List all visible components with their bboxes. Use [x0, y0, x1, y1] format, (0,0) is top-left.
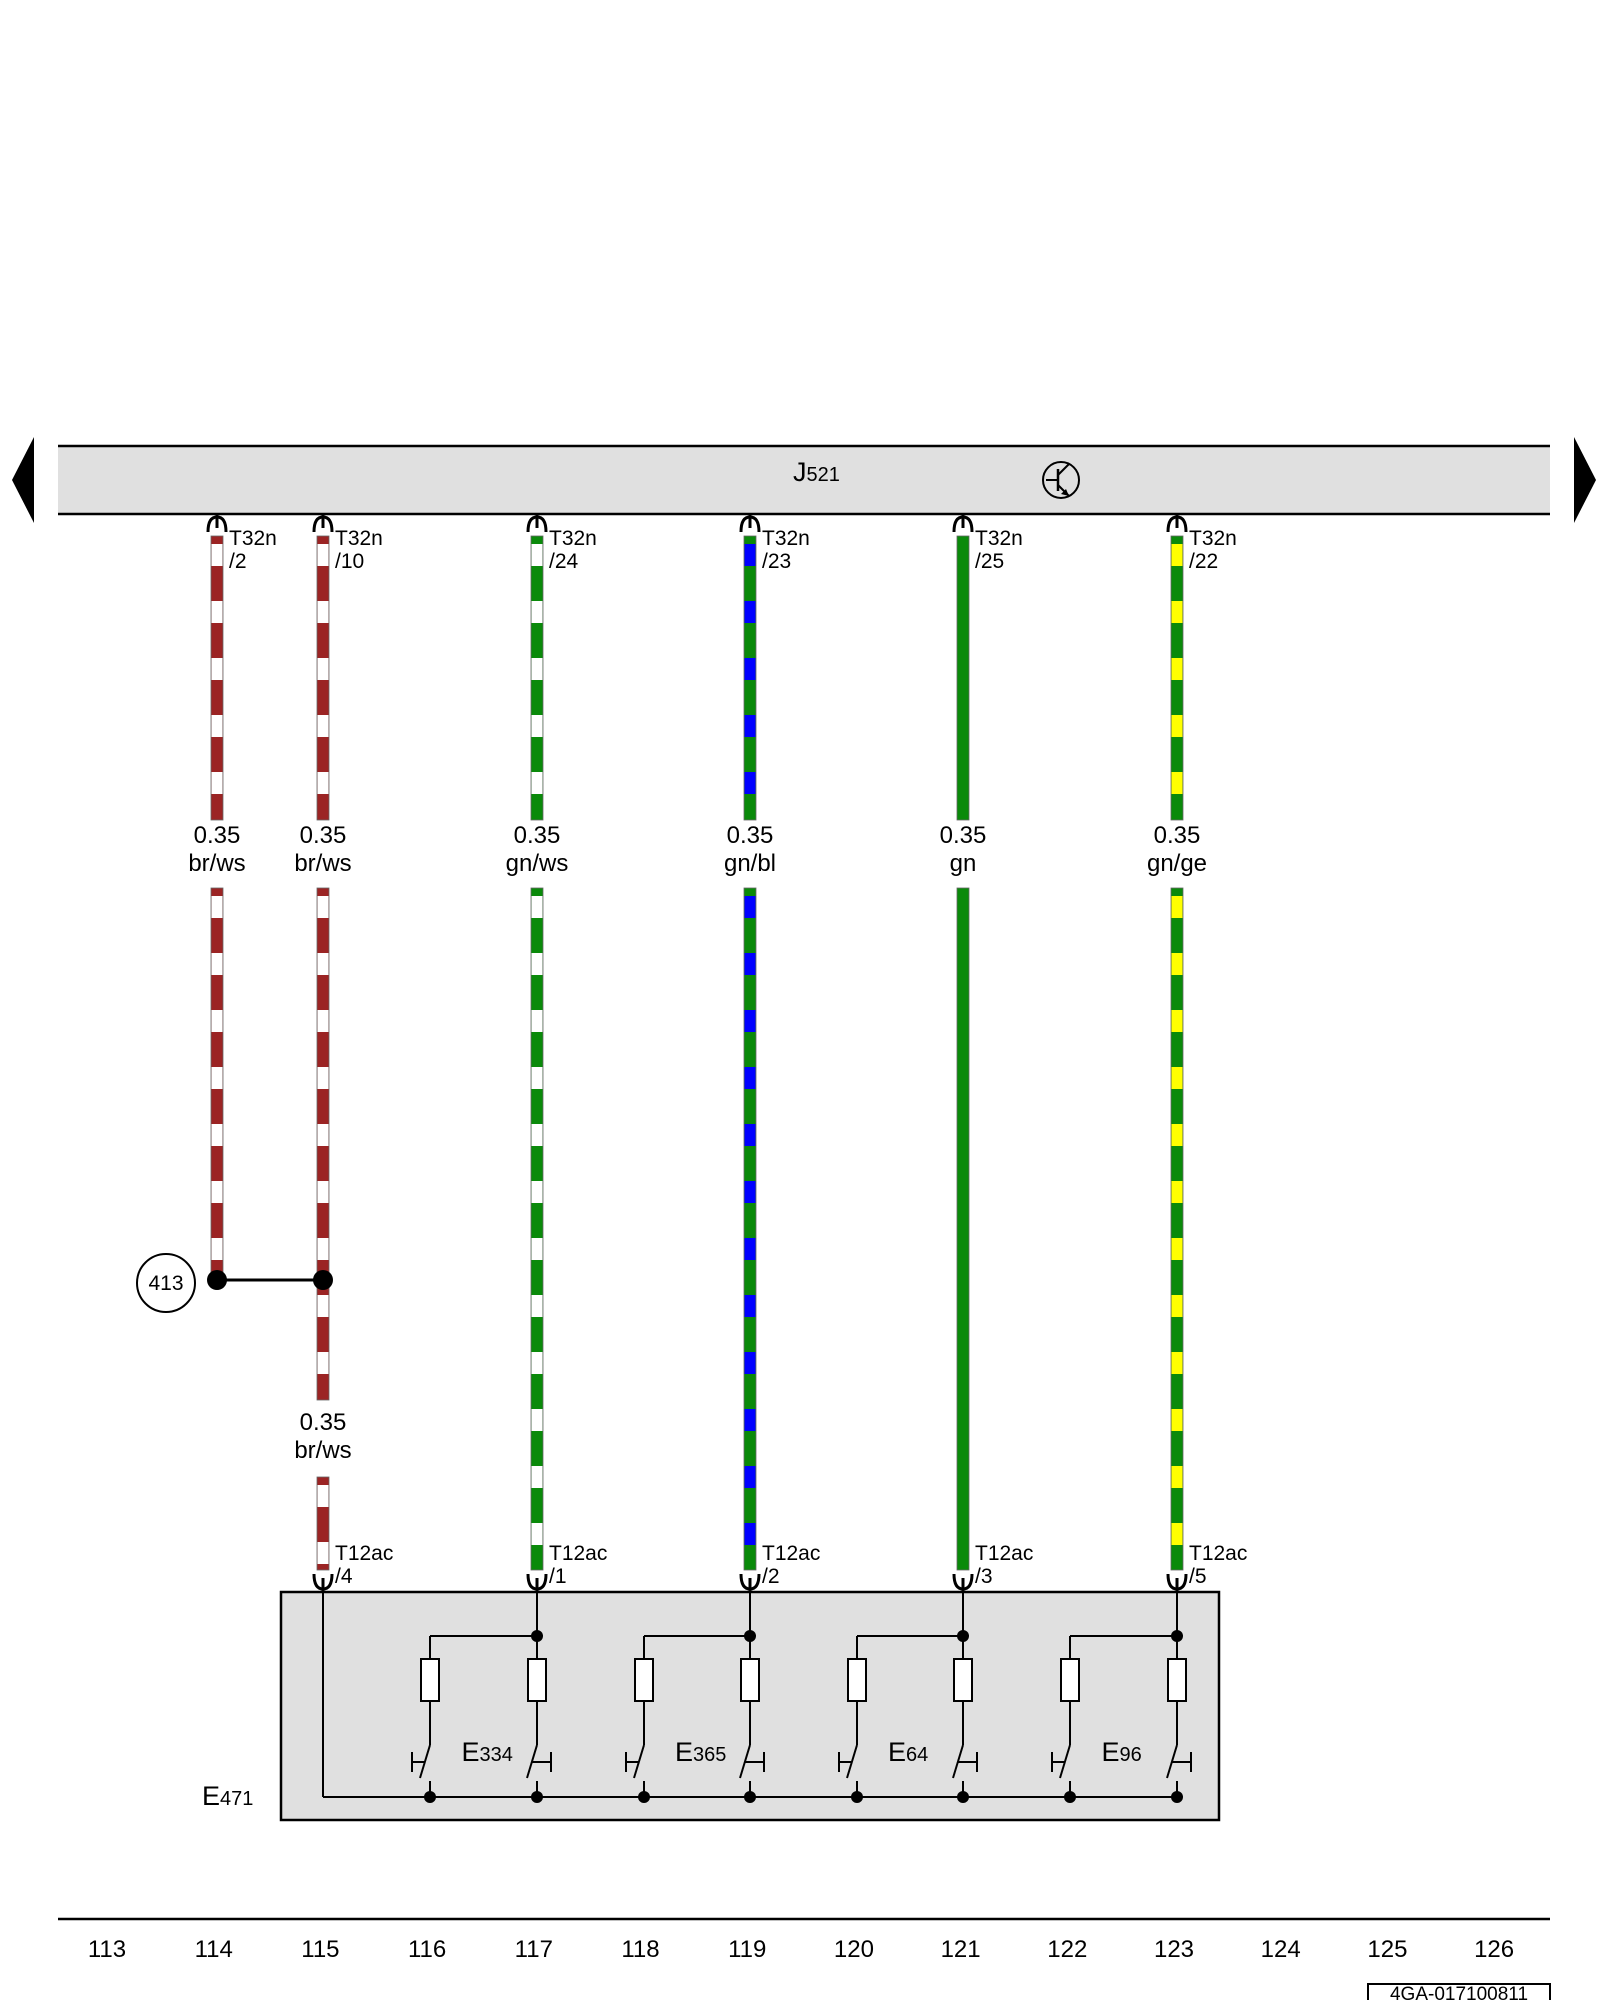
wire-size-label: 0.35 — [300, 822, 347, 849]
switch-label-2: E365 — [675, 1737, 726, 1767]
grid-number: 124 — [1261, 1936, 1301, 1963]
wire-color-label: gn/ws — [506, 850, 569, 877]
wire-size-label-2: 0.35 — [300, 1409, 347, 1436]
grid-number: 121 — [941, 1936, 981, 1963]
bottom-pin-label: /1 — [549, 1565, 567, 1588]
wire-color-label: br/ws — [294, 850, 351, 877]
top-connector-label: T32n — [549, 527, 597, 550]
switch-label-3: E64 — [888, 1737, 928, 1767]
grid-number: 115 — [301, 1936, 339, 1963]
bottom-connector-label: T12ac — [762, 1542, 820, 1565]
module-j521-box — [58, 446, 1550, 514]
splice-dot-left — [207, 1270, 227, 1290]
top-pin-label: /24 — [549, 550, 579, 573]
grid-number: 113 — [88, 1936, 126, 1963]
grid-numbers: 113 114 115 116 117 118 119 120 121 122 123 124 125 1… — [88, 1936, 1514, 1963]
bottom-connector-label: T12ac — [1189, 1542, 1247, 1565]
grid-number: 116 — [408, 1936, 446, 1963]
top-connector-label: T32n — [229, 527, 277, 550]
wires-group: T32n/20.35br/wsT32n/100.35br/ws0.35br/ws… — [188, 514, 1247, 1592]
doc-id-box — [1367, 1983, 1551, 2000]
top-pin-label: /10 — [335, 550, 364, 573]
wire-size-label: 0.35 — [940, 822, 987, 849]
bottom-pin-label: /4 — [335, 1565, 353, 1588]
switch-label-1: E334 — [462, 1737, 513, 1767]
grid-number: 114 — [195, 1936, 233, 1963]
switch-network: E334 E365 E64 E96 — [322, 1592, 1192, 1803]
top-pin-label: /22 — [1189, 550, 1218, 573]
wire-color-label-2: br/ws — [294, 1437, 351, 1464]
reference-circle-label: 413 — [148, 1272, 183, 1295]
wire-color-label: gn/bl — [724, 850, 776, 877]
top-connector-label: T32n — [762, 527, 810, 550]
top-pin-label: /2 — [229, 550, 247, 573]
grid-number: 122 — [1047, 1936, 1087, 1963]
top-pin-label: /23 — [762, 550, 791, 573]
bottom-connector-label: T12ac — [549, 1542, 607, 1565]
grid-number: 119 — [728, 1936, 766, 1963]
switch-pair-1: E334 — [411, 1592, 552, 1803]
electronic-module-icon — [1042, 461, 1080, 499]
page-next-arrow[interactable] — [1574, 437, 1596, 523]
wire-size-label: 0.35 — [727, 822, 774, 849]
grid-number: 120 — [834, 1936, 874, 1963]
doc-id-label: 4GA-017100811 — [1390, 1984, 1528, 2000]
switch-pair-2: E365 — [625, 1592, 765, 1803]
wire-size-label: 0.35 — [194, 822, 241, 849]
bottom-connector-label: T12ac — [975, 1542, 1033, 1565]
grid-number: 125 — [1367, 1936, 1407, 1963]
splice-dot-right — [313, 1270, 333, 1290]
page-prev-arrow[interactable] — [12, 437, 34, 523]
grid-number: 123 — [1154, 1936, 1194, 1963]
bottom-pin-label: /3 — [975, 1565, 993, 1588]
switch-pair-3: E64 — [838, 1592, 978, 1803]
switch-pair-4: E96 — [1051, 1592, 1192, 1803]
grid-number: 118 — [621, 1936, 659, 1963]
switch-label-4: E96 — [1102, 1737, 1142, 1767]
wire-size-label: 0.35 — [514, 822, 561, 849]
top-pin-label: /25 — [975, 550, 1004, 573]
top-connector-label: T32n — [335, 527, 383, 550]
reference-circle[interactable] — [136, 1253, 196, 1313]
bottom-pin-label: /5 — [1189, 1565, 1207, 1588]
grid-number: 117 — [515, 1936, 553, 1963]
grid-number: 126 — [1474, 1936, 1514, 1963]
wire-size-label: 0.35 — [1154, 822, 1201, 849]
top-connector-label: T32n — [1189, 527, 1237, 550]
wire-color-label: br/ws — [188, 850, 245, 877]
wire-color-label: gn/ge — [1147, 850, 1207, 877]
top-connector-label: T32n — [975, 527, 1023, 550]
module-e471-label: E471 — [202, 1781, 253, 1811]
wire-color-label: gn — [950, 850, 977, 877]
bottom-pin-label: /2 — [762, 1565, 780, 1588]
module-j521-label: J521 — [793, 457, 840, 487]
bottom-connector-label: T12ac — [335, 1542, 393, 1565]
